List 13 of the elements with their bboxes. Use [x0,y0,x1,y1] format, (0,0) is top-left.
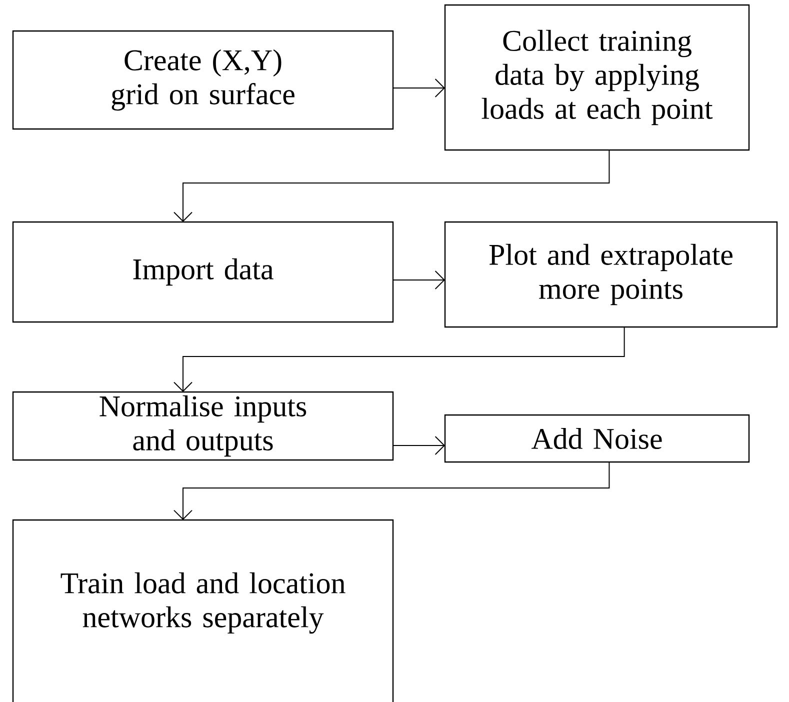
arrow [174,150,610,222]
process-box: Create (X,Y) grid on surface [12,30,394,130]
process-box: Collect training data by applying loads at each point [444,4,750,151]
process-box: Train load and location networks separately [12,519,394,702]
process-box: Normalise inputs and outputs [12,391,394,461]
process-box: Import data [12,221,394,323]
arrow [392,270,445,290]
arrow [174,462,610,520]
arrow [174,326,625,392]
arrow [392,436,445,455]
process-box: Add Noise [444,414,750,463]
arrow [392,78,445,98]
process-box: Plot and extrapolate more points [444,221,778,328]
